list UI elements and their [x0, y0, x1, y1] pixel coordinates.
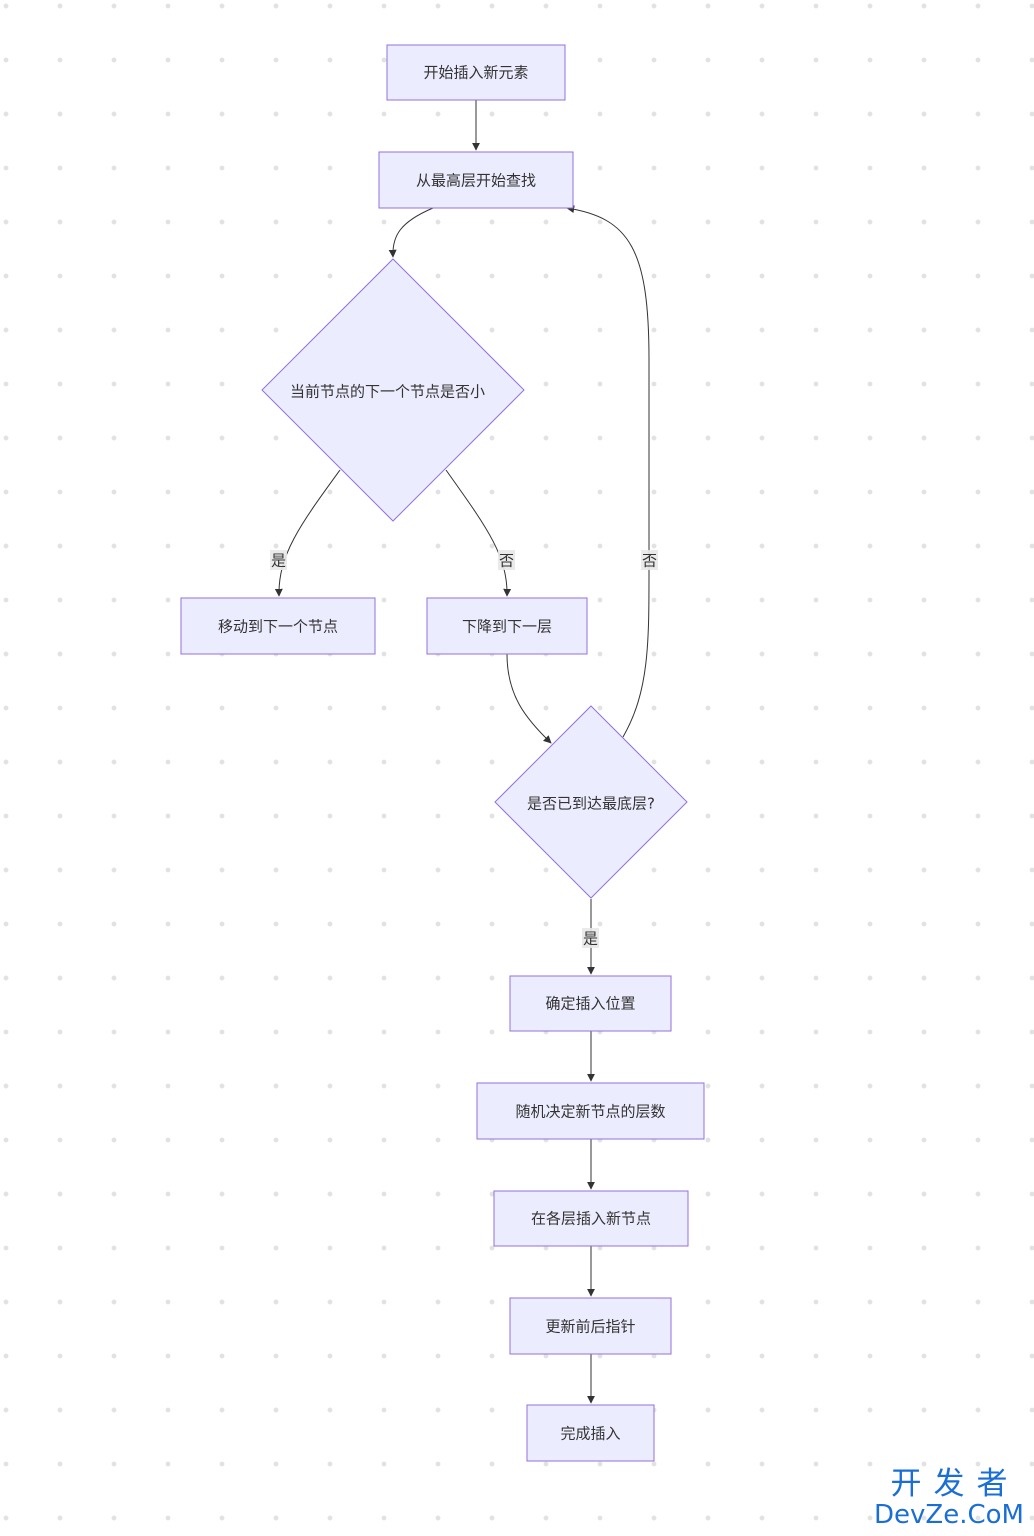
- edge-label-next-yes: 是: [271, 552, 286, 570]
- edge-labels: 是 否 否 是: [270, 550, 658, 948]
- node-insert-pos: 确定插入位置: [509, 975, 672, 1032]
- edge-decision-to-down-no: [445, 469, 512, 597]
- node-random-level: 随机决定新节点的层数: [476, 1082, 705, 1140]
- edge-label-bottom-no: 否: [642, 552, 657, 570]
- node-done: 完成插入: [526, 1404, 655, 1462]
- node-update-ptr-label: 更新前后指针: [545, 1318, 635, 1336]
- watermark-line1: 开发者: [890, 1466, 1020, 1502]
- node-insert-pos-label: 确定插入位置: [545, 995, 635, 1013]
- node-move-next-label: 移动到下一个节点: [218, 618, 338, 636]
- node-go-down: 下降到下一层: [426, 597, 588, 655]
- node-move-next: 移动到下一个节点: [180, 597, 376, 655]
- edge-decision-to-move-yes: [274, 469, 341, 597]
- watermark-line2: DevZe.CoM: [874, 1500, 1024, 1530]
- node-search-top-label: 从最高层开始查找: [416, 172, 536, 190]
- node-search-top: 从最高层开始查找: [378, 151, 574, 209]
- edge-label-next-no: 否: [499, 552, 514, 570]
- node-decision-bottom-label: 是否已到达最底层?: [527, 795, 655, 813]
- node-decision-bottom: 是否已到达最底层?: [494, 705, 688, 899]
- edge-down-to-bottom-decision: [506, 653, 552, 744]
- node-insert-each: 在各层插入新节点: [493, 1190, 689, 1247]
- node-update-ptr: 更新前后指针: [509, 1297, 672, 1355]
- node-start-label: 开始插入新元素: [423, 64, 528, 82]
- devze-watermark: 开发者 DevZe.CoM: [874, 1469, 1024, 1530]
- node-random-level-label: 随机决定新节点的层数: [515, 1103, 665, 1121]
- edge-label-bottom-yes: 是: [583, 930, 598, 948]
- edges: [274, 100, 650, 1404]
- node-done-label: 完成插入: [560, 1425, 620, 1443]
- node-go-down-label: 下降到下一层: [462, 618, 552, 636]
- edge-bottom-no-to-search: [566, 205, 650, 738]
- edge-search-to-decision: [388, 207, 434, 258]
- node-decision-next: 当前节点的下一个节点是否小: [261, 258, 525, 522]
- node-insert-each-label: 在各层插入新节点: [531, 1210, 651, 1228]
- node-start: 开始插入新元素: [386, 44, 566, 101]
- node-decision-next-label: 当前节点的下一个节点是否小: [290, 383, 485, 401]
